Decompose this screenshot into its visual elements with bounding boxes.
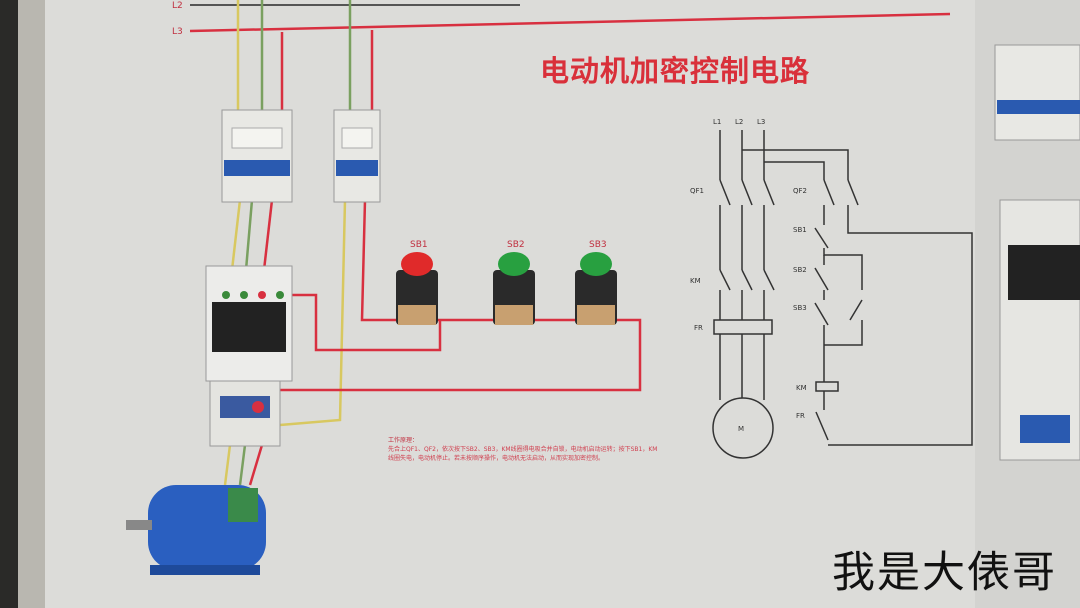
svg-text:KM: KM: [796, 384, 807, 392]
schematic: [712, 130, 973, 459]
button-label-sb1: SB1: [410, 240, 428, 250]
svg-text:SB2: SB2: [793, 266, 807, 274]
svg-text:SB3: SB3: [793, 304, 807, 312]
bus-label-l2: L2: [172, 1, 183, 11]
motor-illustration: [126, 485, 266, 575]
svg-text:QF2: QF2: [793, 187, 807, 195]
note-body: 先合上QF1、QF2，依次按下SB2、SB3，KM线圈得电吸合并自锁，电动机启动…: [388, 446, 658, 462]
control-breaker-qf2: [333, 109, 381, 203]
working-principle-note: 工作原理： 先合上QF1、QF2，依次按下SB2、SB3，KM线圈得电吸合并自锁…: [388, 436, 663, 463]
button-label-sb3: SB3: [589, 240, 607, 250]
push-button-sb1: SB1: [396, 240, 438, 325]
svg-text:L1: L1: [713, 118, 721, 126]
right-page-devices: [994, 44, 1080, 461]
page-title: 电动机加密控制电路: [540, 54, 811, 88]
svg-text:KM: KM: [690, 277, 701, 285]
svg-text:L2: L2: [735, 118, 743, 126]
power-bus: L2 L3: [172, 1, 951, 37]
bus-label-l3: L3: [172, 27, 183, 37]
main-breaker-qf1: [221, 109, 293, 203]
overload-relay-fr: [209, 380, 281, 447]
svg-text:SB1: SB1: [793, 226, 807, 234]
note-heading: 工作原理：: [388, 437, 419, 444]
svg-text:QF1: QF1: [690, 187, 704, 195]
push-button-sb3: SB3: [575, 240, 617, 325]
drop-wires: [223, 0, 642, 486]
watermark: 我是大俵哥: [832, 548, 1057, 598]
svg-text:FR: FR: [694, 324, 703, 332]
schematic-labels: L1 L2 L3 QF1 KM FR QF2 SB1 SB2 SB3 KM FR…: [690, 118, 807, 433]
button-label-sb2: SB2: [507, 240, 525, 250]
page-edge: [18, 0, 48, 608]
svg-text:L3: L3: [757, 118, 765, 126]
svg-text:M: M: [738, 425, 744, 433]
contactor-km: [205, 265, 293, 382]
svg-text:FR: FR: [796, 412, 805, 420]
push-button-sb2: SB2: [493, 240, 535, 325]
